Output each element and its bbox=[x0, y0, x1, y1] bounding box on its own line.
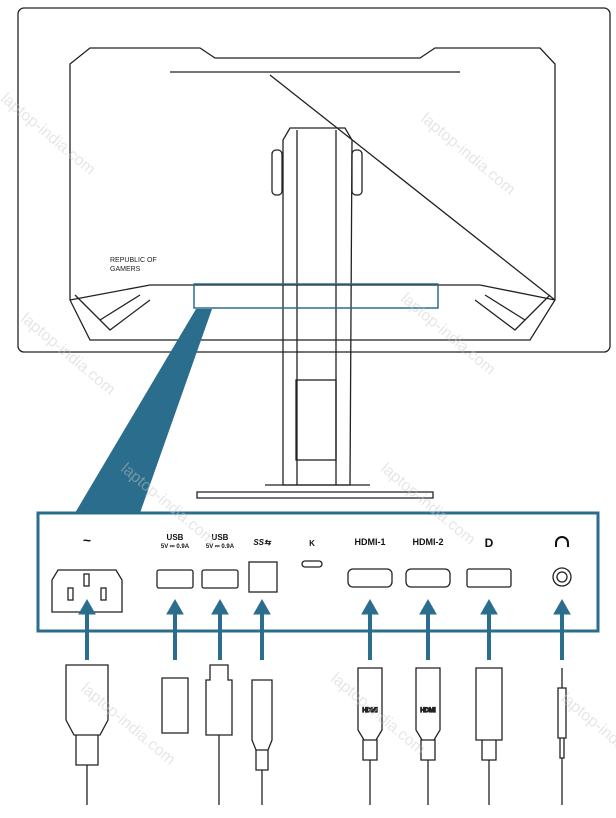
power-cable bbox=[65, 664, 109, 805]
watermark: laptop-india.com bbox=[417, 110, 518, 198]
hdmi-mark: HDMI bbox=[420, 708, 436, 714]
port-panel bbox=[36, 511, 600, 633]
connection-arrow bbox=[253, 598, 271, 660]
usb-a-plug-1 bbox=[161, 677, 189, 734]
vent-left bbox=[74, 294, 151, 331]
watermark: laptop-india.com bbox=[0, 90, 98, 178]
displayport-port bbox=[466, 568, 512, 588]
connection-arrow bbox=[166, 598, 184, 660]
brand-line2: GAMERS bbox=[110, 266, 141, 273]
stand-neck bbox=[282, 127, 353, 486]
connection-arrow bbox=[480, 598, 498, 660]
usb1-port bbox=[156, 569, 194, 589]
rog-logo: REPUBLIC OF GAMERS bbox=[110, 257, 157, 273]
superspeed-logo: SS⇆ bbox=[253, 538, 272, 547]
hdmi2-port bbox=[405, 568, 451, 588]
watermark: laptop-india.com bbox=[397, 290, 498, 378]
port-area-highlight bbox=[193, 283, 439, 309]
watermark: laptop-india.com bbox=[327, 670, 428, 758]
connection-arrow bbox=[419, 598, 437, 660]
hdmi2-label: HDMI-2 bbox=[413, 537, 444, 547]
usb1-label: USB bbox=[167, 533, 184, 542]
headphone-jack-inner bbox=[556, 571, 568, 583]
displayport-cable bbox=[475, 667, 503, 805]
hdmi-mark: HDMI bbox=[362, 708, 378, 714]
usb2-port bbox=[201, 569, 239, 589]
stand-base bbox=[196, 484, 434, 499]
connection-arrow bbox=[553, 598, 571, 660]
hdmi-cable bbox=[357, 667, 383, 805]
monitor-back bbox=[69, 47, 556, 341]
usb-b-port bbox=[248, 561, 278, 593]
usb1-sub: 5V ⎓ 0.9A bbox=[161, 544, 190, 550]
hdmi1-label: HDMI-1 bbox=[355, 537, 386, 547]
usb-a-cable-2 bbox=[205, 664, 233, 805]
monitor-detail bbox=[69, 71, 556, 301]
usb2-sub: 5V ⎓ 0.9A bbox=[206, 544, 235, 550]
hinge-left bbox=[271, 149, 283, 196]
connection-arrow bbox=[211, 598, 229, 660]
hdmi-cable bbox=[415, 667, 441, 805]
usb-b-cable bbox=[251, 679, 273, 805]
connection-arrow bbox=[78, 598, 96, 660]
usb2-label: USB bbox=[212, 533, 229, 542]
hdmi1-port bbox=[347, 568, 393, 588]
brand-line1: REPUBLIC OF bbox=[110, 257, 157, 264]
callout-wedge bbox=[75, 309, 212, 513]
headphone-cable bbox=[557, 668, 567, 805]
cable-clip bbox=[295, 379, 337, 461]
lock-slot bbox=[301, 560, 323, 568]
power-port bbox=[51, 569, 123, 613]
vent-right bbox=[474, 294, 551, 331]
headphone-jack bbox=[552, 567, 572, 587]
displayport-logo: D bbox=[485, 536, 494, 550]
connection-arrow bbox=[361, 598, 379, 660]
power-label: ~ bbox=[83, 532, 91, 548]
hinge-right bbox=[351, 149, 363, 196]
kensington-lock-icon: K bbox=[309, 539, 315, 548]
monitor-view-frame bbox=[17, 7, 611, 353]
watermark: laptop-india.com bbox=[77, 680, 178, 768]
headphone-icon bbox=[555, 536, 569, 547]
